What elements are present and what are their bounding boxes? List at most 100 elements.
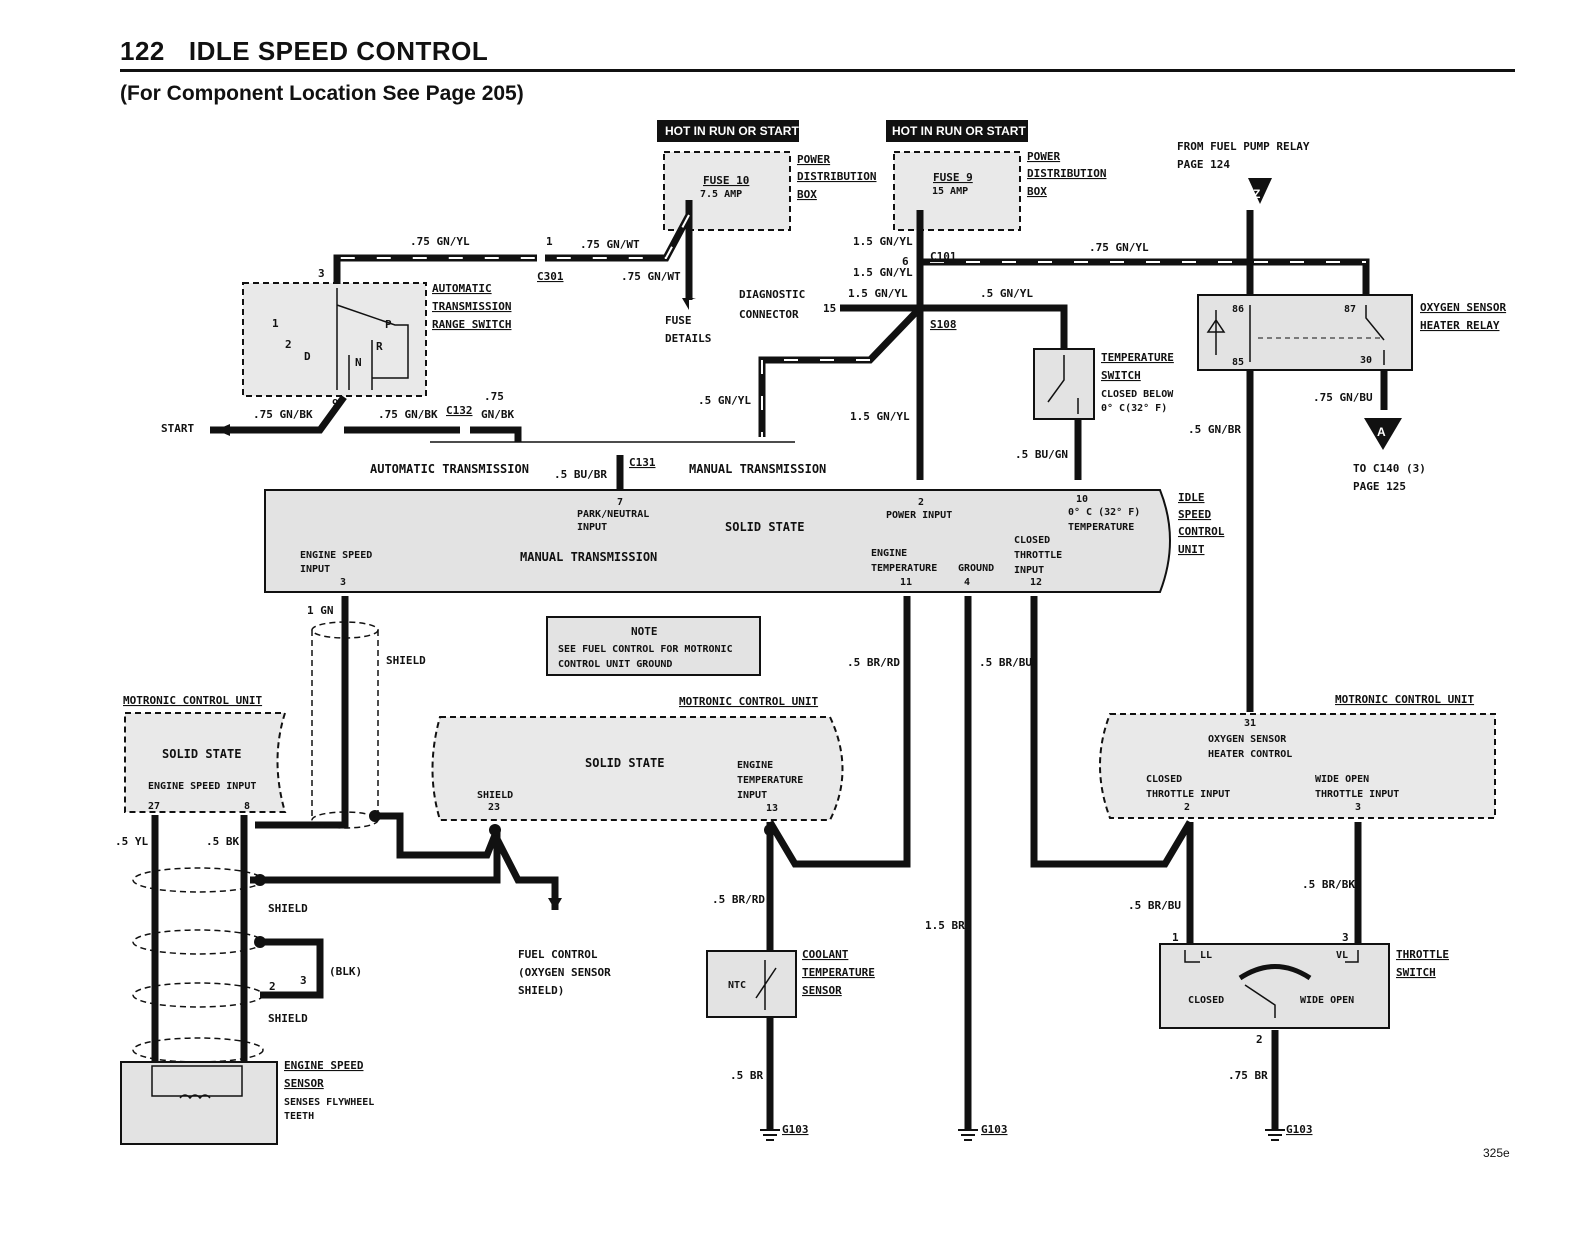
svg-text:C131: C131 [629, 456, 656, 469]
svg-text:15 AMP: 15 AMP [932, 186, 968, 197]
svg-text:MOTRONIC CONTROL UNIT: MOTRONIC CONTROL UNIT [1335, 693, 1474, 706]
svg-text:12: 12 [1030, 577, 1042, 588]
svg-text:ENGINE SPEED: ENGINE SPEED [300, 550, 372, 561]
svg-text:.5 BU/GN: .5 BU/GN [1015, 448, 1068, 461]
svg-text:3: 3 [300, 974, 307, 987]
svg-text:.75 GN/YL: .75 GN/YL [410, 235, 470, 248]
oxygen-sensor-heater-relay: 86 87 85 30 OXYGEN SENSOR HEATER RELAY [1197, 294, 1506, 371]
transmission-range-switch: AUTOMATIC TRANSMISSION RANGE SWITCH 1 2 … [242, 267, 511, 410]
svg-text:.5 GN/YL: .5 GN/YL [980, 287, 1033, 300]
svg-text:SOLID STATE: SOLID STATE [725, 520, 804, 534]
svg-text:MANUAL TRANSMISSION: MANUAL TRANSMISSION [689, 462, 826, 476]
svg-text:85: 85 [1232, 357, 1244, 368]
svg-text:C101: C101 [930, 250, 957, 263]
svg-text:FUSE: FUSE [665, 314, 692, 327]
svg-text:RANGE SWITCH: RANGE SWITCH [432, 318, 511, 331]
svg-text:15: 15 [823, 302, 836, 315]
svg-text:SWITCH: SWITCH [1101, 369, 1141, 382]
svg-text:TEMPERATURE: TEMPERATURE [737, 775, 803, 786]
svg-text:ENGINE: ENGINE [871, 548, 907, 559]
svg-text:UNIT: UNIT [1178, 543, 1205, 556]
note-box: NOTE SEE FUEL CONTROL FOR MOTRONIC CONTR… [546, 616, 761, 676]
svg-text:86: 86 [1232, 304, 1244, 315]
svg-text:.5 BR/BU: .5 BR/BU [1128, 899, 1181, 912]
svg-text:CLOSED: CLOSED [1014, 535, 1050, 546]
svg-text:SHIELD: SHIELD [268, 902, 308, 915]
svg-text:(OXYGEN SENSOR: (OXYGEN SENSOR [518, 966, 611, 979]
wire-labels: .75 GN/YL 1 .75 GN/WT C301 .75 GN/WT FUS… [115, 140, 1426, 1136]
svg-text:S108: S108 [930, 318, 957, 331]
svg-text:31: 31 [1244, 718, 1256, 729]
svg-text:.75 GN/BU: .75 GN/BU [1313, 391, 1373, 404]
svg-text:CONTROL: CONTROL [1178, 525, 1225, 538]
svg-text:1 GN: 1 GN [307, 604, 334, 617]
svg-text:TEMPERATURE: TEMPERATURE [1101, 351, 1174, 364]
svg-text:FUSE 9: FUSE 9 [933, 171, 973, 184]
svg-text:.5 GN/BR: .5 GN/BR [1188, 423, 1241, 436]
svg-text:SENSOR: SENSOR [284, 1077, 324, 1090]
svg-text:.75 GN/WT: .75 GN/WT [621, 270, 681, 283]
svg-text:1.5 GN/YL: 1.5 GN/YL [853, 235, 913, 248]
wiring [132, 178, 1402, 1141]
motronic-unit-right: MOTRONIC CONTROL UNIT 31 OXYGEN SENSOR H… [1099, 693, 1496, 819]
svg-text:G103: G103 [782, 1123, 809, 1136]
svg-text:FROM FUEL PUMP RELAY: FROM FUEL PUMP RELAY [1177, 140, 1310, 153]
svg-text:CLOSED: CLOSED [1146, 774, 1182, 785]
svg-text:.5 BK: .5 BK [206, 835, 239, 848]
svg-text:SOLID STATE: SOLID STATE [585, 756, 664, 770]
svg-text:Z: Z [1253, 187, 1260, 201]
svg-text:LL: LL [1200, 950, 1212, 961]
svg-text:WIDE OPEN: WIDE OPEN [1315, 774, 1369, 785]
svg-text:.5 GN/YL: .5 GN/YL [698, 394, 751, 407]
svg-text:INPUT: INPUT [300, 564, 330, 575]
svg-text:6: 6 [902, 255, 909, 268]
svg-text:P: P [385, 318, 392, 331]
coolant-temperature-sensor: NTC COOLANT TEMPERATURE SENSOR [706, 948, 875, 1018]
svg-text:POWER: POWER [797, 153, 830, 166]
svg-text:PAGE 125: PAGE 125 [1353, 480, 1406, 493]
page-title: 122 IDLE SPEED CONTROL [120, 36, 1520, 67]
svg-text:AUTOMATIC TRANSMISSION: AUTOMATIC TRANSMISSION [370, 462, 529, 476]
svg-text:WIDE OPEN: WIDE OPEN [1300, 995, 1354, 1006]
svg-text:A: A [1377, 425, 1386, 439]
svg-text:TEMPERATURE: TEMPERATURE [802, 966, 875, 979]
page-subtitle: (For Component Location See Page 205) [120, 82, 524, 105]
throttle-switch: LL VL CLOSED WIDE OPEN 1 3 2 THROTTLE SW… [1159, 931, 1449, 1046]
svg-text:POWER: POWER [1027, 150, 1060, 163]
svg-text:PARK/NEUTRAL: PARK/NEUTRAL [577, 509, 649, 520]
svg-text:7: 7 [617, 497, 623, 508]
svg-text:SPEED: SPEED [1178, 508, 1211, 521]
page-title-text: IDLE SPEED CONTROL [188, 36, 489, 66]
page-number: 122 [120, 36, 165, 66]
svg-text:(BLK): (BLK) [329, 965, 362, 978]
svg-text:TO C140 (3): TO C140 (3) [1353, 462, 1426, 475]
svg-text:3: 3 [1342, 931, 1349, 944]
svg-text:.5 BR/BK: .5 BR/BK [1302, 878, 1355, 891]
temperature-switch: TEMPERATURE SWITCH CLOSED BELOW 0° C(32°… [1033, 348, 1174, 420]
svg-text:SENSOR: SENSOR [802, 984, 842, 997]
svg-text:D: D [304, 350, 311, 363]
svg-text:1: 1 [272, 317, 279, 330]
fuse-box-right: HOT IN RUN OR START FUSE 9 15 AMP POWER … [886, 120, 1106, 231]
svg-text:4: 4 [964, 577, 970, 588]
svg-text:SEE FUEL CONTROL FOR MOTRONIC: SEE FUEL CONTROL FOR MOTRONIC [558, 644, 733, 655]
svg-text:ENGINE: ENGINE [737, 760, 773, 771]
svg-text:MANUAL TRANSMISSION: MANUAL TRANSMISSION [520, 550, 657, 564]
svg-text:23: 23 [488, 802, 500, 813]
svg-text:DISTRIBUTION: DISTRIBUTION [1027, 167, 1106, 180]
svg-text:MOTRONIC CONTROL UNIT: MOTRONIC CONTROL UNIT [123, 694, 262, 707]
svg-text:30: 30 [1360, 355, 1372, 366]
svg-text:CLOSED: CLOSED [1188, 995, 1224, 1006]
svg-text:2: 2 [1256, 1033, 1263, 1046]
svg-text:HOT IN RUN OR START: HOT IN RUN OR START [892, 124, 1026, 138]
svg-text:GROUND: GROUND [958, 563, 994, 574]
svg-text:SOLID STATE: SOLID STATE [162, 747, 241, 761]
svg-text:VL: VL [1336, 950, 1348, 961]
svg-text:INPUT: INPUT [577, 522, 607, 533]
idle-speed-control-unit: IDLE SPEED CONTROL UNIT SOLID STATE MANU… [264, 489, 1225, 593]
svg-text:AUTOMATIC: AUTOMATIC [432, 282, 492, 295]
svg-text:R: R [376, 340, 383, 353]
svg-text:THROTTLE INPUT: THROTTLE INPUT [1315, 789, 1399, 800]
svg-text:.5 BR/RD: .5 BR/RD [847, 656, 900, 669]
svg-text:SHIELD: SHIELD [268, 1012, 308, 1025]
